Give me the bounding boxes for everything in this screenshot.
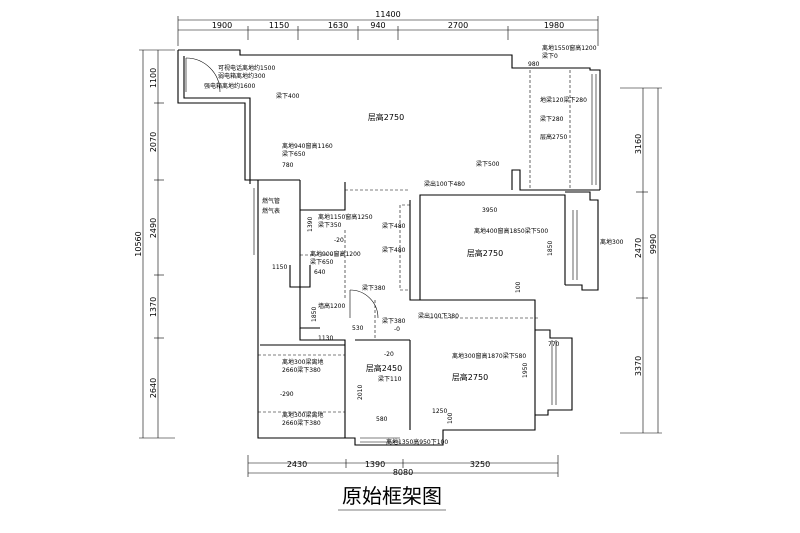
note: 离地1550窗高1200 [542,44,597,52]
left-total-dim: 10560 [134,231,143,256]
room-height-living: 层高2750 [368,112,404,122]
note: 燃气表 [262,207,280,215]
right-dim-3: 3370 [634,356,643,376]
dashed-lines [258,70,571,413]
note: 离地300窗高1870梁下580 [452,352,526,360]
left-dimension-chain: 10560 1100 2070 2490 1370 2640 [134,49,175,439]
note: 100 [515,281,522,293]
note: -0 [394,326,400,333]
right-dimension-chain: 3160 2470 3370 9990 [620,87,662,434]
note: 离地1350高950下100 [386,438,448,446]
note: 梁下400 [276,92,300,100]
note: -20 [334,237,344,244]
note: 2660梁下380 [282,366,321,374]
note: 梁下0 [542,52,558,60]
note: 离地300 [600,238,624,246]
note: 离地1150窗高1250 [318,213,373,221]
bottom-dim-3: 3250 [470,460,490,469]
left-dim-3: 2490 [149,218,158,238]
note: 780 [282,162,294,169]
note: 梁出100下480 [424,180,465,188]
bottom-dim-1: 2430 [287,460,307,469]
note: 层高2750 [540,133,567,141]
note: 100 [447,412,454,424]
note: 580 [376,416,388,423]
windows [253,74,597,443]
top-dim-6: 1980 [544,21,564,30]
note: 离地300梁离地 [282,358,323,366]
top-total-dim: 11400 [375,10,400,19]
note: 640 [314,269,326,276]
note: 梁出100下380 [418,312,459,320]
room-height-bath: 层高2450 [366,363,402,373]
note: 强电箱离地约1600 [204,82,255,90]
note: 梁下380 [382,317,406,325]
top-dim-2: 1150 [269,21,289,30]
note: 梁下380 [362,284,386,292]
note: 弱电箱离地约300 [218,72,266,80]
note: 1390 [307,217,314,232]
note: 980 [528,61,540,68]
note: 梁下480 [382,222,406,230]
note: 1950 [522,363,529,378]
bottom-dimension-chain: 2430 1390 3250 8080 [247,455,559,477]
note: 燃气管 [262,197,280,205]
note: 1150 [272,264,287,271]
drawing-title: 原始框架图 [342,484,442,508]
note: 梁下650 [282,150,306,158]
note: -290 [280,391,294,398]
left-dim-1: 1100 [149,68,158,88]
note: 梁下650 [310,258,334,266]
note: 2660梁下380 [282,419,321,427]
note: 离地940窗高1160 [282,142,333,150]
top-dim-4: 940 [370,21,385,30]
room-height-bedroom: 层高2750 [467,248,503,258]
note: 梁下350 [318,221,342,229]
note: 梁下110 [378,375,402,383]
right-dim-1: 3160 [634,134,643,154]
right-total-dim: 9990 [649,234,658,254]
note: 梁下280 [540,115,564,123]
note: 离地900窗高1200 [310,250,361,258]
walls [177,49,601,446]
annotations: 离地1550窗高1200 梁下0 980 可视电话离地约1500 弱电箱离地约3… [204,44,624,446]
note: 地梁120梁下280 [540,96,587,104]
left-dim-2: 2070 [149,132,158,152]
note: 梁下480 [382,246,406,254]
bottom-total-dim: 8080 [393,468,413,477]
left-dim-4: 1370 [149,297,158,317]
top-dimension-chain: 11400 1900 1150 1630 940 2700 1980 [177,10,599,46]
note: 墙高1200 [318,302,345,310]
top-dim-1: 1900 [212,21,232,30]
note: 可视电话离地约1500 [218,64,275,72]
note: 530 [352,325,364,332]
top-dim-3: 1630 [328,21,348,30]
room-height-master: 层高2750 [452,372,488,382]
note: 2010 [357,385,364,400]
note: 1850 [547,241,554,256]
entry-door [185,57,379,319]
note: 离地400窗高1850梁下500 [474,227,548,235]
note: 1250 [432,408,447,415]
note: 770 [548,341,560,348]
note: 1850 [311,307,318,322]
note: 3950 [482,207,497,214]
note: 梁下500 [476,160,500,168]
left-dim-5: 2640 [149,378,158,398]
note: 1130 [318,335,333,342]
note: -20 [384,351,394,358]
note: 离地300梁离地 [282,411,323,419]
right-dim-2: 2470 [634,238,643,258]
bottom-dim-2: 1390 [365,460,385,469]
top-dim-5: 2700 [448,21,468,30]
